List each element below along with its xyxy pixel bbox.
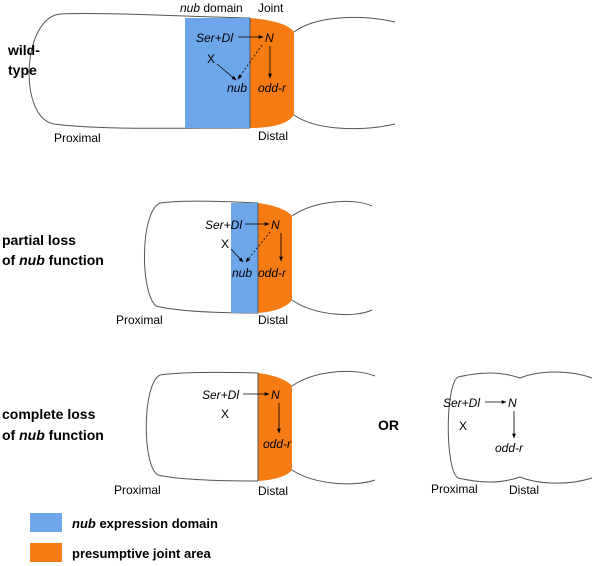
panel-wildtype: wild- type nub domain Joint Ser+Dl N X n… bbox=[7, 1, 396, 145]
distal-label: Distal bbox=[258, 484, 288, 498]
proximal-label: Proximal bbox=[431, 482, 478, 496]
segment-outline-proximal bbox=[145, 371, 259, 482]
arrow-x-to-nub bbox=[230, 248, 244, 263]
x-label: X bbox=[221, 407, 229, 421]
nub-domain-label: nub domain bbox=[180, 1, 243, 15]
n-label: N bbox=[271, 388, 280, 402]
nub-label: nub bbox=[227, 81, 247, 95]
label-italic: nub bbox=[19, 427, 45, 443]
legend-nub-rest: expression domain bbox=[96, 516, 218, 531]
proximal-label: Proximal bbox=[54, 131, 101, 145]
joint-label: Joint bbox=[258, 1, 284, 15]
segment-outline-distal bbox=[291, 200, 373, 316]
panel-label-wildtype-2: type bbox=[8, 62, 37, 78]
label-suffix: function bbox=[45, 427, 104, 443]
legend-swatch-joint bbox=[30, 543, 62, 562]
arrow-x-to-nub bbox=[216, 63, 237, 81]
segment-outline bbox=[447, 371, 593, 484]
x-label: X bbox=[459, 419, 467, 433]
n-label: N bbox=[271, 218, 280, 232]
distal-label: Distal bbox=[258, 129, 288, 143]
legend-swatch-nub bbox=[30, 513, 62, 532]
panel-label-partial-2: of nub function bbox=[2, 252, 104, 268]
segment-outline-proximal bbox=[144, 200, 259, 314]
odd-r-label: odd-r bbox=[258, 81, 287, 95]
panel-label-partial: partial loss bbox=[2, 232, 76, 248]
joint-region bbox=[250, 18, 294, 128]
ser-dl-label: Ser+Dl bbox=[205, 218, 242, 232]
dashed-arrow-n-to-nub bbox=[245, 231, 271, 263]
nub-domain-label-italic: nub bbox=[180, 1, 200, 15]
panel-label-wildtype: wild- bbox=[7, 42, 40, 58]
segment-outline-distal bbox=[291, 370, 376, 485]
dashed-arrow-n-to-nub bbox=[237, 44, 263, 80]
odd-r-label: odd-r bbox=[263, 437, 292, 451]
legend-label-joint: presumptive joint area bbox=[72, 546, 211, 561]
panel-complete-loss: complete loss of nub function Ser+Dl N X… bbox=[2, 370, 376, 498]
x-label: X bbox=[207, 52, 215, 66]
n-label: N bbox=[508, 396, 517, 410]
label-prefix: of bbox=[2, 252, 19, 268]
segment-outline-distal bbox=[293, 16, 396, 130]
odd-r-label: odd-r bbox=[495, 441, 524, 455]
joint-region bbox=[258, 203, 292, 313]
legend-label-nub: nub expression domain bbox=[72, 516, 218, 531]
n-label: N bbox=[265, 31, 274, 45]
segment-outline-proximal bbox=[28, 12, 251, 129]
panel-label-complete: complete loss bbox=[2, 406, 96, 422]
nub-domain-region bbox=[231, 203, 258, 313]
ser-dl-label: Ser+Dl bbox=[202, 388, 239, 402]
nub-domain-label-rest: domain bbox=[200, 1, 243, 15]
joint-region bbox=[258, 373, 292, 481]
panel-alternative: Ser+Dl N X odd-r Proximal Distal bbox=[431, 371, 593, 497]
legend-nub-italic: nub bbox=[72, 516, 96, 531]
label-italic: nub bbox=[19, 252, 45, 268]
panel-label-complete-2: of nub function bbox=[2, 427, 104, 443]
distal-label: Distal bbox=[258, 313, 288, 327]
nub-domain-region bbox=[185, 18, 250, 128]
x-label: X bbox=[221, 237, 229, 251]
legend: nub expression domain presumptive joint … bbox=[30, 513, 218, 562]
odd-r-label: odd-r bbox=[258, 266, 287, 280]
proximal-label: Proximal bbox=[114, 483, 161, 497]
distal-label: Distal bbox=[509, 483, 539, 497]
ser-dl-label: Ser+Dl bbox=[443, 396, 480, 410]
nub-label: nub bbox=[232, 266, 252, 280]
label-suffix: function bbox=[45, 252, 104, 268]
or-label: OR bbox=[378, 417, 399, 433]
panel-partial-loss: partial loss of nub function Ser+Dl N X … bbox=[2, 200, 373, 327]
label-prefix: of bbox=[2, 427, 19, 443]
proximal-label: Proximal bbox=[116, 313, 163, 327]
ser-dl-label: Ser+Dl bbox=[196, 31, 233, 45]
